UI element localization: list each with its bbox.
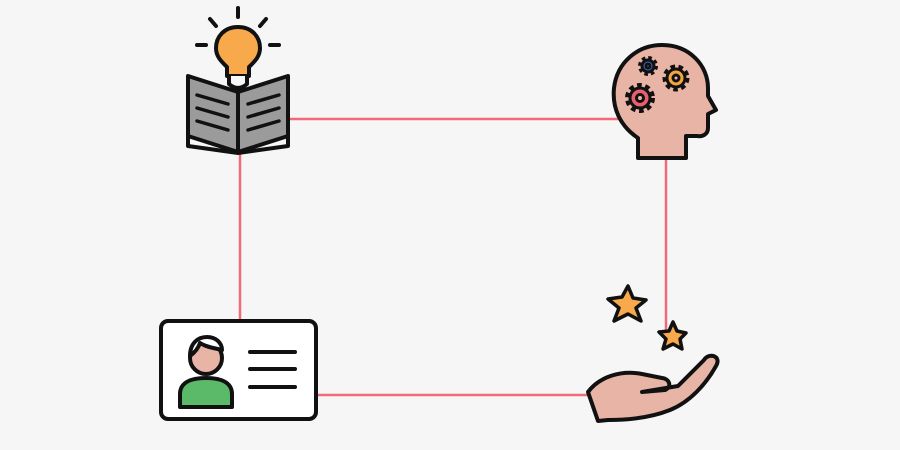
connector-lines [238,117,668,397]
person-shirt [178,376,234,409]
star-large-icon [606,284,648,323]
hand-stars-icon [586,284,720,423]
gear-orange-icon [662,64,690,92]
book-lightbulb-icon [186,6,290,155]
head-gears-icon [611,43,718,160]
star-small-icon [657,320,688,351]
id-card-icon [159,319,318,421]
gear-red-icon [625,83,655,113]
gear-blue-icon [638,56,658,76]
hand-palm [586,353,720,423]
